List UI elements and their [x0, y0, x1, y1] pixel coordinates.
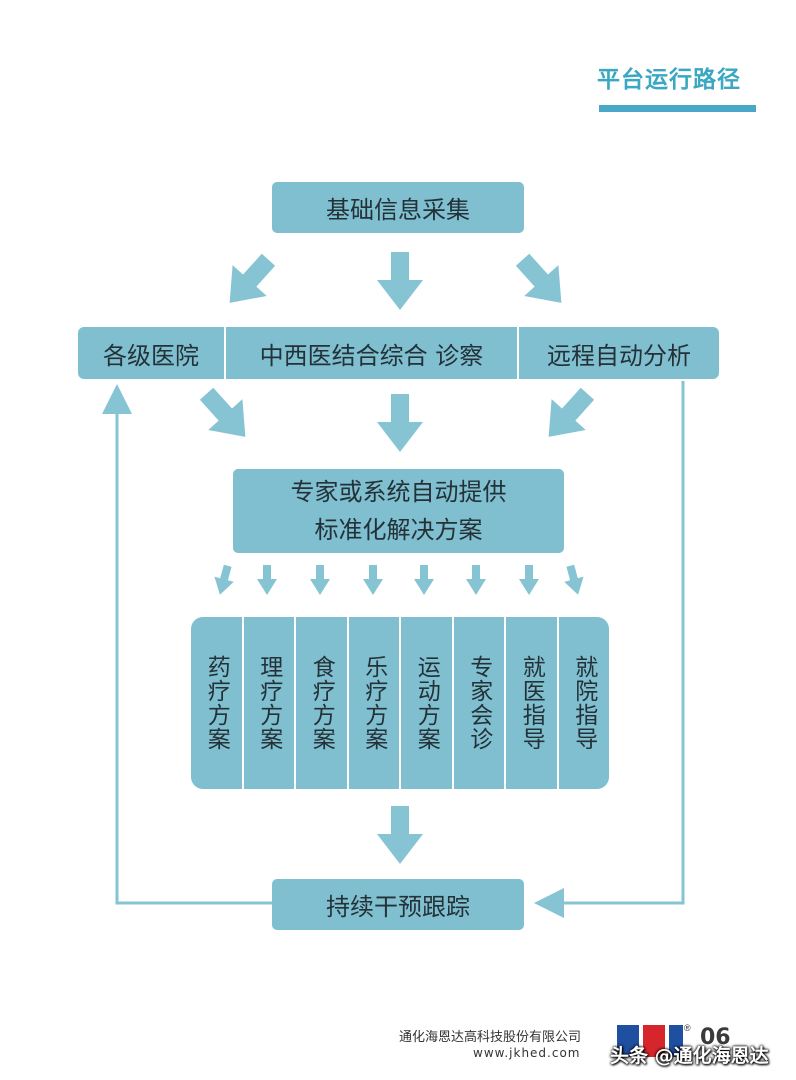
header-title: 平台运行路径	[597, 67, 741, 93]
watermark: 头条 @通化海恩达	[610, 1044, 769, 1067]
arrow-diag-right-1	[515, 253, 562, 303]
footer-company: 通化海恩达高科技股份有限公司	[399, 1030, 582, 1045]
small-arrows	[214, 564, 584, 595]
header-rule	[599, 105, 756, 112]
plan-item: 理疗方案	[244, 617, 296, 789]
middle-box-line1: 专家或系统自动提供	[290, 478, 507, 506]
arrow-diag-left-2	[199, 387, 246, 437]
plan-item: 就医指导	[506, 617, 559, 789]
plan-item: 专家会诊	[454, 617, 506, 789]
plan-item: 乐疗方案	[349, 617, 401, 789]
middle-box-line2: 标准化解决方案	[314, 516, 483, 544]
plan-item: 药疗方案	[191, 617, 244, 789]
arrow-diag-right-2	[548, 387, 595, 437]
company-logo-icon: ®	[617, 1023, 691, 1057]
arrow-down-center-3	[377, 806, 423, 864]
plan-item: 运动方案	[401, 617, 454, 789]
svg-text:®: ®	[684, 1023, 691, 1033]
page-number: 06	[700, 1025, 731, 1050]
row-box-diagnosis: 中西医结合综合 诊察	[226, 327, 519, 379]
loop-line-left	[102, 384, 272, 905]
row-box-remote-analysis: 远程自动分析	[547, 341, 691, 370]
arrow-down-center-2	[377, 394, 423, 452]
plan-item: 就院指导	[570, 655, 597, 751]
top-box-info-collection: 基础信息采集	[272, 182, 524, 233]
row-box-hospitals: 各级医院	[78, 327, 226, 379]
plans-box-group: 药疗方案 理疗方案 食疗方案 乐疗方案 运动方案 专家会诊 就医指导 就院指导	[191, 617, 609, 789]
footer-url: www.jkhed.com	[473, 1046, 581, 1060]
arrow-down-center-1	[377, 252, 423, 310]
middle-box-solution: 专家或系统自动提供 标准化解决方案	[233, 469, 564, 553]
loop-line-right	[534, 381, 685, 918]
arrow-diag-left-1	[229, 253, 276, 303]
plan-item: 食疗方案	[296, 617, 349, 789]
row-box-group: 各级医院 中西医结合综合 诊察 远程自动分析	[78, 327, 719, 379]
bottom-box-tracking: 持续干预跟踪	[272, 879, 524, 930]
